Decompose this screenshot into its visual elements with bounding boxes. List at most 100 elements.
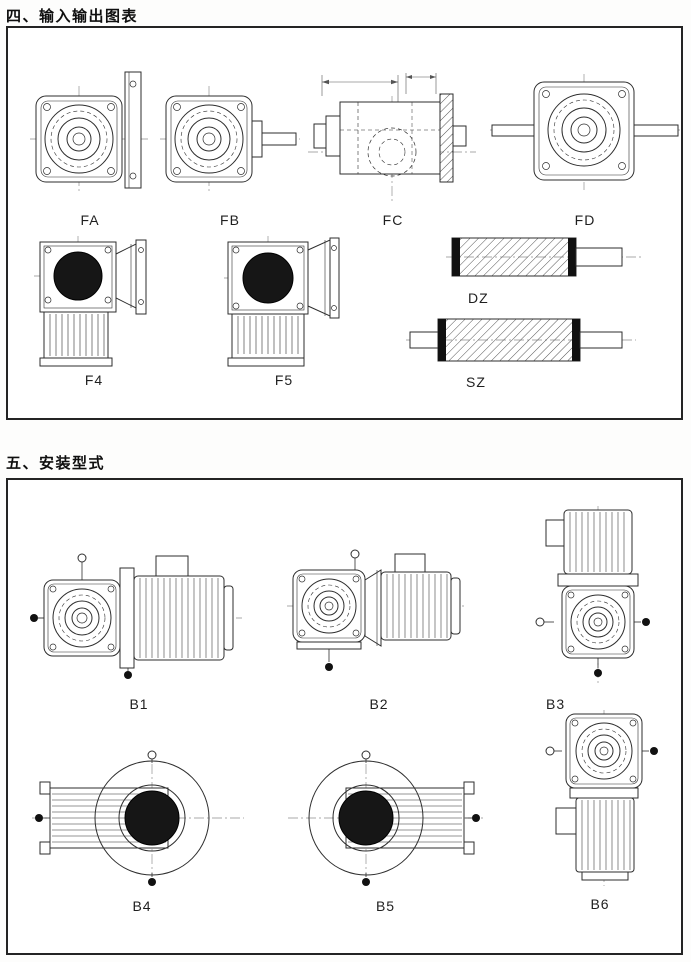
terminal-box: [545, 519, 565, 547]
gearbox-front-view: [565, 713, 643, 789]
direction-markers: [545, 746, 658, 756]
output-bore: [242, 252, 294, 304]
figure-b4: B4: [32, 748, 252, 914]
input-marker: [350, 549, 360, 559]
figure-fb: FB: [160, 66, 300, 228]
motor: [545, 509, 633, 575]
input-marker: [147, 750, 157, 760]
foot: [227, 357, 305, 367]
direction-marker-bottom: [124, 668, 132, 679]
figure-b1: B1: [28, 546, 250, 712]
section-mount-heading: 五、安装型式: [6, 454, 106, 472]
input-marker: [77, 553, 87, 563]
dimension-lines: [321, 73, 437, 102]
input-bell-flange: [307, 237, 340, 319]
direction-markers: [30, 553, 87, 622]
figure-f5-label: F5: [274, 372, 294, 388]
input-bell-flange: [115, 239, 147, 315]
cooling-fins: [386, 574, 448, 638]
gearbox-front-view: [292, 569, 366, 650]
foot: [463, 781, 475, 795]
output-bore: [53, 251, 103, 301]
fa-drawing: [30, 71, 148, 194]
figure-b6: B6: [538, 710, 690, 912]
foot: [463, 841, 475, 855]
cooling-fins: [227, 313, 305, 367]
f5-drawing: [224, 236, 340, 367]
shaft-stub: [575, 247, 623, 267]
shaft-stub-right: [579, 331, 623, 349]
b4-drawing: [32, 750, 244, 886]
figure-b3: B3: [528, 506, 680, 712]
output-flange-face: [39, 241, 117, 313]
input-marker: [545, 746, 555, 756]
cooling-fins: [52, 793, 166, 843]
output-marker-right: [642, 618, 650, 626]
figure-sz: SZ: [406, 310, 638, 390]
cooling-fins: [569, 512, 625, 572]
section-mount-panel: B1: [6, 478, 683, 955]
section-io-panel: FA: [6, 26, 683, 420]
output-bore: [124, 790, 180, 846]
terminal-box: [394, 553, 426, 573]
direction-markers: [535, 617, 650, 677]
mounting-flange: [124, 71, 142, 189]
figure-f5: F5: [224, 236, 344, 388]
figure-dz-label: DZ: [468, 290, 489, 306]
fan-cover: [450, 577, 461, 635]
figure-dz: DZ: [446, 228, 646, 306]
gearbox-front-view: [43, 579, 121, 657]
input-marker: [361, 750, 371, 760]
gearbox-front-view: [561, 585, 635, 659]
b5-drawing: [288, 750, 483, 886]
figure-fa-label: FA: [80, 212, 100, 228]
figure-fc: FC: [308, 66, 478, 228]
cooling-fins: [581, 800, 631, 870]
input-shaft: [251, 120, 297, 158]
f4-drawing: [34, 236, 147, 367]
fan-cover: [223, 585, 234, 651]
sz-drawing: [406, 318, 636, 362]
direction-markers: [350, 549, 360, 572]
input-shaft: [313, 115, 341, 157]
output-marker: [30, 614, 38, 622]
gearbox-front-view: [533, 81, 635, 181]
fc-drawing: [308, 73, 476, 202]
output-marker-left: [35, 814, 43, 822]
b2-drawing: [287, 549, 465, 671]
figure-b4-label: B4: [132, 898, 152, 914]
hatched-shaft-sleeve: [437, 318, 581, 362]
fb-drawing: [160, 86, 300, 194]
foot: [39, 357, 113, 367]
figure-fb-label: FB: [220, 212, 240, 228]
figure-sz-label: SZ: [466, 374, 486, 390]
output-flange-face: [227, 241, 309, 315]
cooling-fins: [39, 311, 113, 367]
gearbox-side-view: [339, 101, 441, 177]
output-marker-right: [472, 814, 480, 822]
output-marker-bottom: [362, 878, 370, 886]
dz-drawing: [446, 237, 644, 277]
shaft-stub-left: [409, 331, 439, 349]
output-marker-right: [650, 747, 658, 755]
gearbox-front-view: [35, 95, 123, 183]
motor: [380, 553, 461, 641]
foot: [39, 841, 51, 855]
figure-fa: FA: [30, 66, 150, 228]
cooling-fins: [139, 578, 219, 658]
figure-f4: F4: [34, 236, 154, 388]
figure-b3-label: B3: [546, 696, 566, 712]
motor-flange: [119, 567, 135, 669]
terminal-box: [555, 807, 577, 835]
figure-b6-label: B6: [590, 896, 610, 912]
foot: [39, 781, 51, 795]
fd-drawing: [490, 74, 680, 190]
direction-marker-bottom: [325, 649, 333, 671]
b6-drawing: [545, 710, 658, 886]
figure-b1-label: B1: [129, 696, 149, 712]
foot: [296, 641, 362, 650]
direction-markers: [361, 750, 480, 886]
figure-b5: B5: [288, 748, 483, 914]
cooling-fins: [348, 793, 462, 843]
